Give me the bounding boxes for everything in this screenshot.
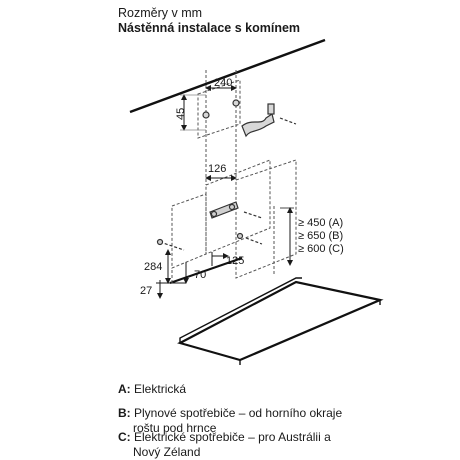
installation-diagram: 240 45 126 28 bbox=[129, 38, 384, 365]
diagram-title: Nástěnná instalace s komínem bbox=[118, 21, 301, 35]
legend-text-c-line1: Elektrické spotřebiče – pro Austrálii a bbox=[134, 430, 331, 444]
dim-126-label: 126 bbox=[208, 163, 226, 175]
legend-item-c: C: Elektrické spotřebiče – pro Austrálii… bbox=[118, 430, 331, 460]
legend-key-c: C: bbox=[118, 430, 131, 444]
legend-item-a: A: Elektrická bbox=[118, 382, 186, 397]
legend-text-a: Elektrická bbox=[134, 382, 187, 396]
legend-text-c-line2: Nový Zéland bbox=[133, 445, 201, 459]
legend-item-b: B: Plynové spotřebiče – od horního okraj… bbox=[118, 406, 342, 436]
middle-bracket-hardware bbox=[156, 201, 263, 251]
dim-45-label: 45 bbox=[175, 108, 187, 120]
dim-ge600-label: ≥ 600 (C) bbox=[298, 243, 344, 255]
dim-27-label: 27 bbox=[140, 285, 152, 297]
dimension-45: 45 bbox=[175, 94, 206, 131]
hood-lower-edge bbox=[169, 257, 243, 284]
chimney-bracket-outline bbox=[197, 70, 241, 139]
dim-ge450-label: ≥ 450 (A) bbox=[298, 217, 343, 229]
legend-text-b-line2: roštu pod hrnce bbox=[133, 421, 217, 435]
dimension-27: 27 bbox=[140, 280, 186, 299]
dim-ge650-label: ≥ 650 (B) bbox=[298, 230, 343, 242]
dimension-126: 126 bbox=[205, 163, 237, 181]
legend-text-b-line1: Plynové spotřebiče – od horního okraje bbox=[134, 406, 343, 420]
legend-key-b: B: bbox=[118, 406, 131, 420]
dimension-284: 284 bbox=[144, 249, 171, 284]
worktop bbox=[177, 277, 384, 365]
dimension-min-height: ≥ 450 (A) ≥ 650 (B) ≥ 600 (C) bbox=[280, 207, 344, 266]
ceiling bbox=[129, 38, 326, 114]
legend-key-a: A: bbox=[118, 382, 131, 396]
units-note: Rozměry v mm bbox=[118, 6, 203, 20]
dim-284-label: 284 bbox=[144, 261, 162, 273]
dimension-240: 240 bbox=[205, 77, 237, 91]
dim-240-label: 240 bbox=[214, 77, 232, 89]
top-bracket-hardware bbox=[202, 99, 297, 138]
